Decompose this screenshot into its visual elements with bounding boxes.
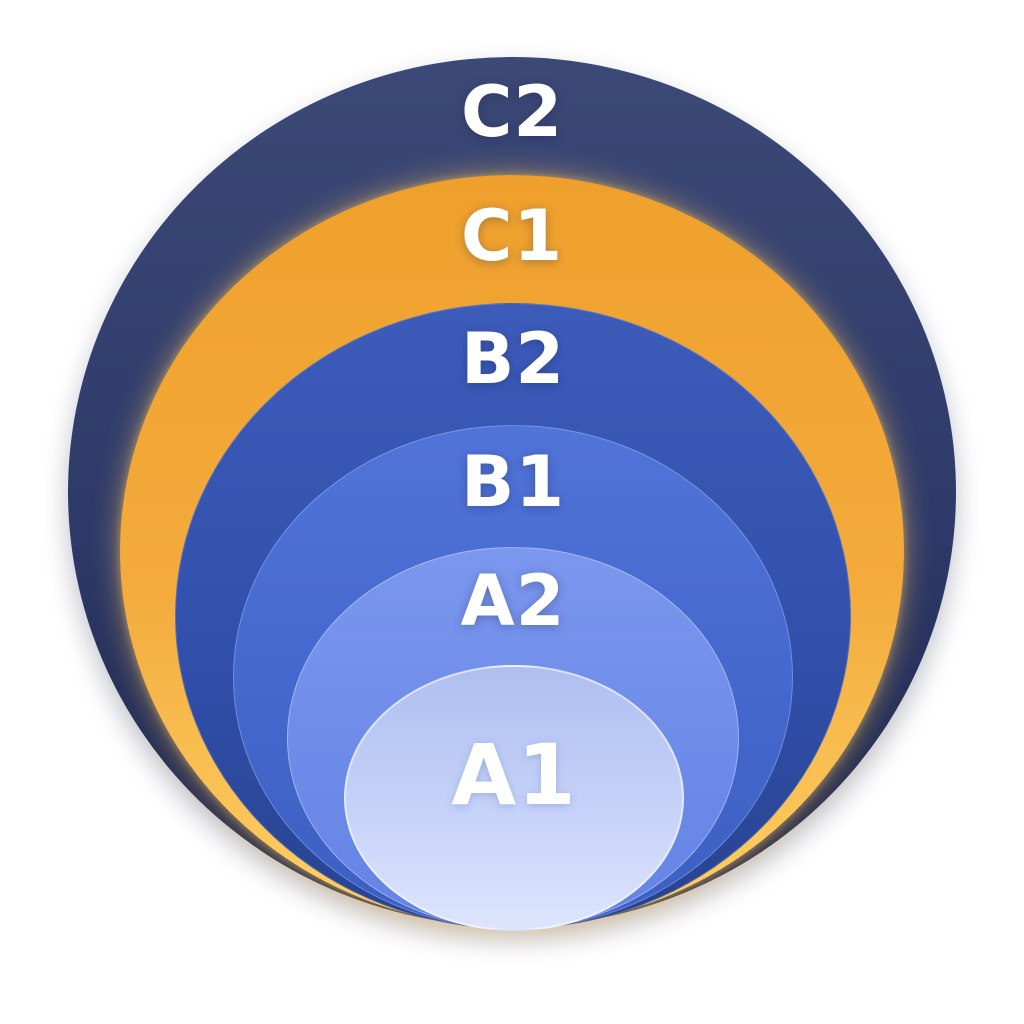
ring-label-a1: A1: [451, 726, 577, 824]
ring-label-a2: A2: [460, 560, 566, 642]
ring-label-b2: B2: [460, 318, 566, 400]
ring-label-c1: C1: [460, 195, 564, 277]
ring-a1: A1: [344, 665, 684, 931]
ring-label-b1: B1: [460, 441, 566, 523]
ring-label-c2: C2: [460, 71, 564, 153]
